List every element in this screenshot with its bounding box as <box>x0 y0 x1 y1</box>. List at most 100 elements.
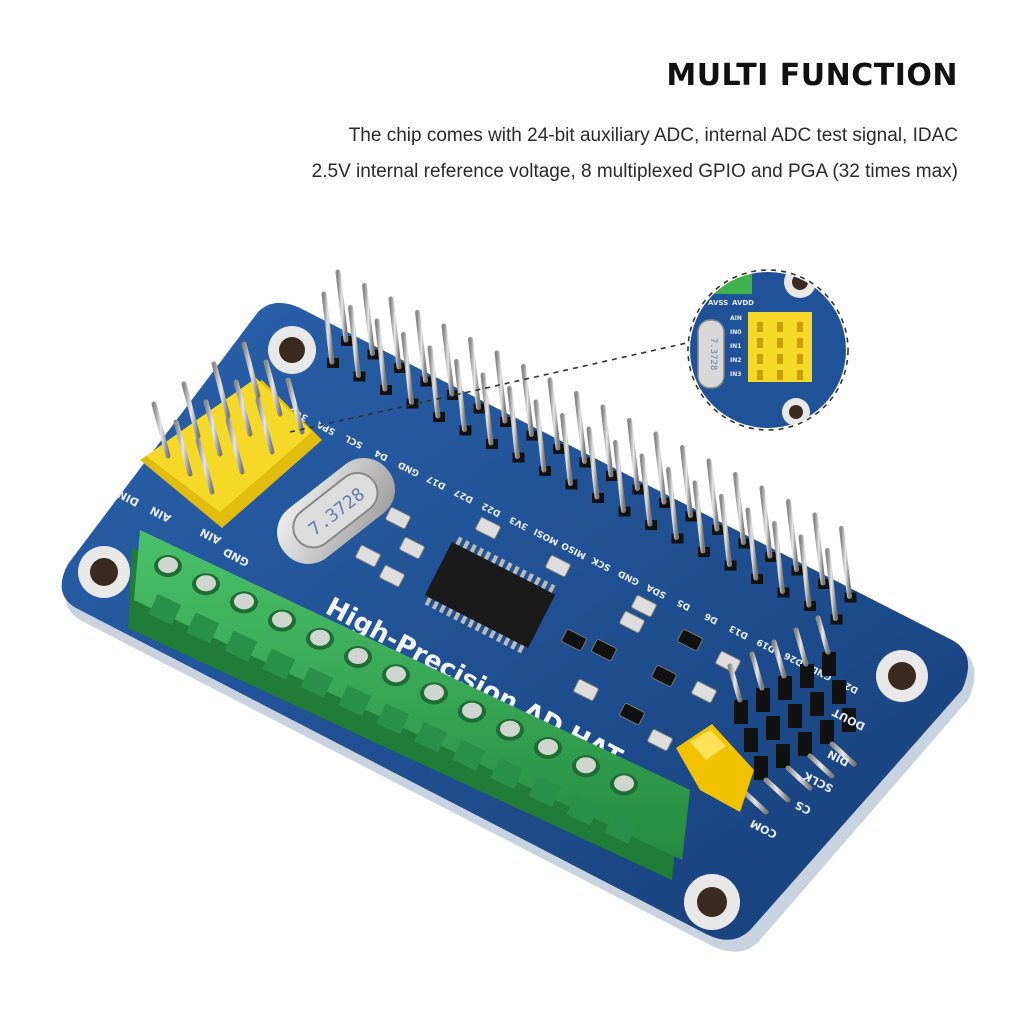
spi-pin-base <box>842 708 856 732</box>
header-pin <box>415 310 428 383</box>
chip-leg <box>481 626 489 636</box>
chip-leg <box>453 611 461 621</box>
chip-leg <box>526 572 534 582</box>
header-pin <box>560 413 573 486</box>
chip-leg <box>505 562 513 571</box>
header-pin <box>839 526 852 599</box>
terminal-slot <box>528 776 562 808</box>
terminal-slot <box>224 630 258 662</box>
inset-pin <box>757 322 763 332</box>
inset-label-in3: IN3 <box>730 371 741 378</box>
header-pin <box>653 431 667 505</box>
spi-pin-base <box>820 720 834 744</box>
description: The chip comes with 24-bit auxiliary ADC… <box>312 118 958 190</box>
smd-part <box>399 536 425 560</box>
header-pin <box>335 269 349 343</box>
spi-pin <box>749 651 765 691</box>
smd-part <box>691 680 717 704</box>
terminal-screw <box>196 575 216 592</box>
chip-leg <box>491 554 499 564</box>
header-pin <box>706 458 720 532</box>
smd-part <box>677 628 703 652</box>
analog-pin <box>263 359 283 417</box>
inset-label-in2: IN2 <box>730 357 741 364</box>
adc-chip <box>424 536 556 654</box>
terminal-slot <box>604 812 638 844</box>
terminal-screw <box>272 611 292 628</box>
spi-pin <box>785 765 813 791</box>
spi-pin <box>829 741 857 767</box>
chip-leg <box>469 543 477 553</box>
chip-leg <box>510 640 518 650</box>
spi-pin <box>815 615 831 655</box>
analog-pin <box>151 401 171 459</box>
smd-part <box>715 650 741 674</box>
chip-leg <box>460 615 468 625</box>
description-line-2: 2.5V internal reference voltage, 8 multi… <box>311 161 958 182</box>
header-pin <box>521 364 534 437</box>
inset-pin <box>777 370 783 380</box>
chip-leg <box>474 622 482 632</box>
smd-part <box>355 544 381 568</box>
chip-leg <box>512 565 520 575</box>
smd-part <box>631 594 657 618</box>
inset-label-in1: IN1 <box>730 343 741 350</box>
header-pin <box>719 494 732 567</box>
header-pin <box>733 472 746 545</box>
smd-part <box>647 728 673 752</box>
mounting-hole-right <box>876 650 928 702</box>
chip-leg <box>455 536 463 546</box>
header-pin <box>441 323 455 397</box>
analog-pin <box>225 417 245 475</box>
header-pin <box>786 499 799 572</box>
chip-leg <box>467 619 475 628</box>
smd-components <box>355 506 741 752</box>
header-pin <box>533 399 547 473</box>
chip-leg <box>495 633 504 643</box>
spi-pin <box>793 627 809 667</box>
spi-pin <box>741 789 769 815</box>
header-pin <box>574 391 587 464</box>
spi-pin-base <box>756 688 770 712</box>
spi-pin-base <box>766 716 780 740</box>
smd-part <box>545 554 571 578</box>
spi-pin-base <box>832 680 846 704</box>
terminal-slot <box>186 612 220 644</box>
terminal-slot <box>376 703 410 735</box>
header-pin <box>507 386 520 459</box>
chip-leg <box>498 558 506 568</box>
spi-pin-base <box>800 664 814 688</box>
inset-pin <box>797 338 803 348</box>
smd-part <box>651 664 677 688</box>
analog-pin <box>285 377 305 435</box>
analog-pin <box>211 361 231 419</box>
spi-pin <box>771 639 787 679</box>
gpio-header <box>321 269 857 625</box>
chip-leg <box>503 637 511 647</box>
analog-pin <box>241 341 261 399</box>
analog-pin <box>181 381 201 439</box>
header-pin <box>454 359 467 432</box>
spi-pin <box>727 663 743 703</box>
smd-part <box>619 702 645 726</box>
header-pin <box>680 445 693 518</box>
terminal-slot <box>148 594 182 626</box>
mounting-hole-top <box>268 326 316 374</box>
crystal-oscillator: 7.3728 <box>277 458 395 564</box>
chip-leg <box>446 608 454 618</box>
terminal-slot <box>338 685 372 717</box>
header-pin <box>374 318 388 392</box>
header-pin <box>627 418 640 491</box>
analog-pin <box>255 397 275 455</box>
chip-leg <box>438 604 447 614</box>
callout-line <box>289 339 701 433</box>
chip-leg <box>548 583 556 593</box>
chip-leg <box>462 540 470 550</box>
mounting-hole-left <box>78 546 130 598</box>
header-pin <box>547 377 561 451</box>
analog-pin <box>233 379 253 437</box>
analog-pin <box>195 437 215 495</box>
header-pin <box>362 283 375 356</box>
terminal-screw <box>576 757 596 774</box>
header-pin <box>692 480 706 554</box>
